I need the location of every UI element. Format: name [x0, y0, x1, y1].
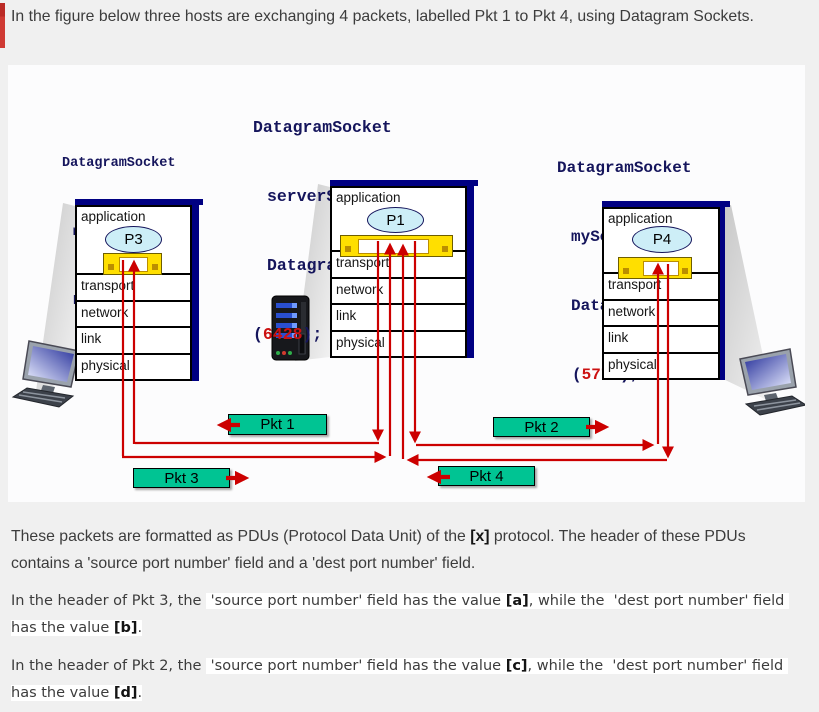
socket-middle — [340, 235, 453, 257]
stack-top-accent — [602, 201, 730, 207]
port-number: 6428 — [262, 325, 303, 344]
packet-box-pkt3: Pkt 3 — [133, 468, 230, 488]
stack-top-accent — [75, 199, 203, 205]
stack-right-accent — [192, 199, 199, 381]
layer-application: application — [336, 190, 401, 205]
text-segment: In the header of Pkt 2, the — [11, 658, 207, 674]
right-stack-shadow — [719, 205, 773, 403]
blank-c: [c] — [505, 658, 528, 674]
layer-link: link — [332, 303, 465, 330]
packet-box-pkt2: Pkt 2 — [493, 417, 590, 437]
layer-link: link — [604, 325, 718, 352]
packet-box-pkt1: Pkt 1 — [228, 414, 327, 435]
text-segment: protocol. The header of these PDUs conta… — [11, 528, 751, 572]
question-marker-bar — [0, 3, 5, 48]
layer-application: application — [81, 209, 146, 224]
socket-window — [119, 257, 148, 272]
question-paragraph-pdu: These packets are formatted as PDUs (Pro… — [11, 523, 808, 577]
socket-pin — [345, 246, 351, 252]
layer-application: application — [608, 211, 673, 226]
socket-pin — [682, 268, 688, 274]
text-segment: , while the 'dest port number' field has… — [11, 658, 788, 701]
layer-network: network — [332, 276, 465, 304]
code-line: DatagramSocket — [62, 156, 176, 171]
code-line: DatagramSocket — [557, 159, 692, 177]
socket-pin — [623, 268, 629, 274]
layer-link: link — [77, 326, 190, 353]
network-figure: DatagramSocket mySocket2 = new DatagramS… — [8, 65, 805, 502]
code-line: DatagramSocket — [253, 118, 392, 137]
text-segment: . — [137, 685, 143, 701]
socket-pin — [152, 264, 158, 270]
blank-a: [a] — [505, 593, 529, 609]
paren: ( — [572, 366, 582, 384]
layer-transport: transport — [77, 273, 190, 300]
blank-d: [d] — [113, 685, 138, 701]
text-segment: These packets are formatted as PDUs (Pro… — [11, 528, 471, 545]
stack-right-accent — [467, 180, 474, 358]
process-ellipse-p1: P1 — [367, 207, 424, 233]
socket-window — [643, 261, 679, 276]
layer-physical: physical — [604, 351, 718, 379]
process-ellipse-p4: P4 — [632, 226, 692, 253]
text-segment: . — [137, 620, 143, 636]
paren: ( — [253, 325, 263, 344]
stack-right-accent — [719, 201, 725, 380]
question-intro-text: In the figure below three hosts are exch… — [11, 8, 754, 25]
figure-background-art — [12, 184, 805, 416]
socket-window — [358, 239, 429, 254]
packet-box-pkt4: Pkt 4 — [438, 466, 535, 486]
socket-pin — [108, 264, 114, 270]
layer-physical: physical — [332, 329, 465, 357]
paren: ); — [302, 325, 323, 344]
text-segment: 'source port number' field has the value — [206, 593, 506, 609]
layer-network: network — [604, 298, 718, 326]
server-icon — [271, 295, 310, 361]
layer-network: network — [77, 299, 190, 327]
blank-b: [b] — [113, 620, 138, 636]
code-line-port: (6428); — [253, 323, 445, 346]
socket-left — [103, 253, 162, 275]
layer-physical: physical — [77, 352, 190, 380]
text-segment: In the header of Pkt 3, the — [11, 593, 207, 609]
blank-x: [x] — [470, 528, 490, 545]
text-segment: 'source port number' field has the value — [206, 658, 506, 674]
stack-top-accent — [330, 180, 478, 186]
text-segment: , while the 'dest port number' field has… — [11, 593, 789, 636]
socket-right — [618, 257, 692, 279]
question-paragraph-pkt2: In the header of Pkt 2, the 'source port… — [11, 653, 808, 707]
process-ellipse-p3: P3 — [105, 226, 162, 253]
question-paragraph-pkt3: In the header of Pkt 3, the 'source port… — [11, 588, 808, 642]
right-desktop-computer-icon — [739, 348, 805, 416]
socket-pin — [442, 246, 448, 252]
